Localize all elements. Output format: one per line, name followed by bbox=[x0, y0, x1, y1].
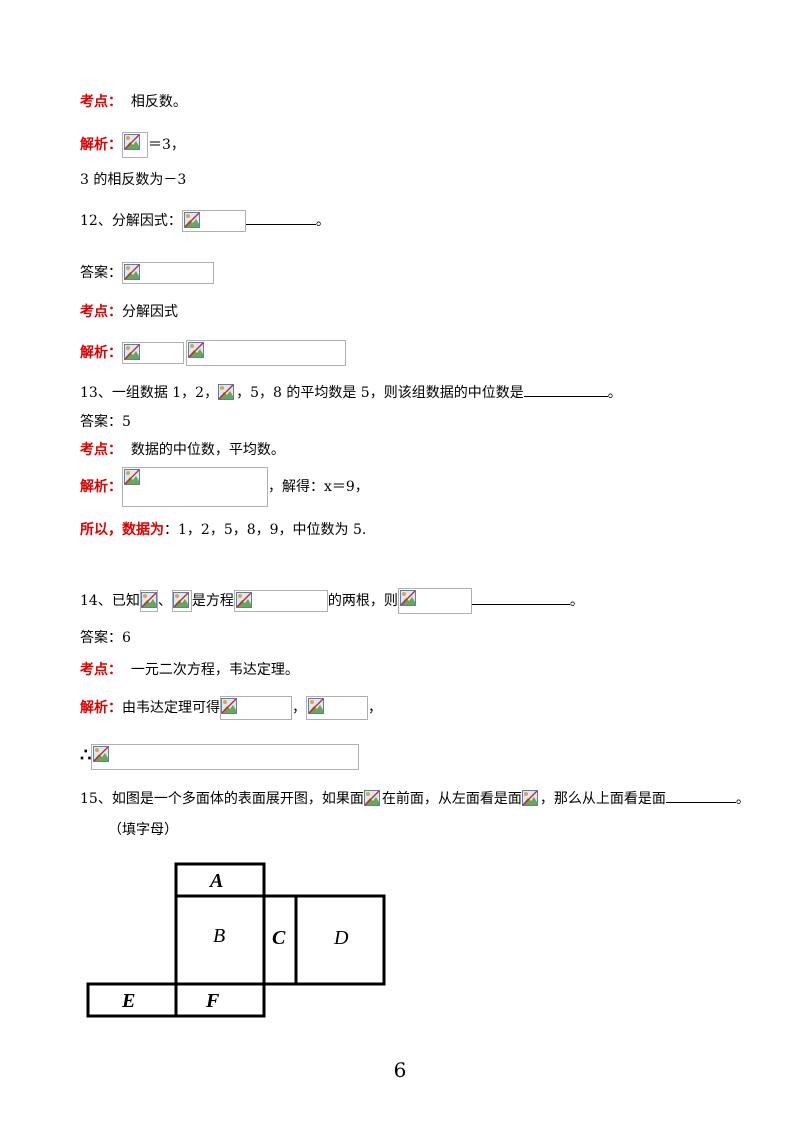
q12-question: 12、分解因式：。 bbox=[80, 210, 330, 232]
face-label-e: E bbox=[121, 990, 135, 1012]
q14-question: 14、已知、是方程的两根，则。 bbox=[80, 588, 584, 614]
broken-image-icon bbox=[363, 790, 380, 806]
broken-image-icon bbox=[140, 592, 157, 608]
formula-image bbox=[122, 132, 148, 158]
broken-image-icon bbox=[124, 469, 140, 485]
kaodian-text: 相反数。 bbox=[130, 94, 187, 110]
face-label-a: A bbox=[208, 870, 223, 892]
kaodian-label: 考点 bbox=[80, 94, 108, 110]
answer-blank bbox=[245, 210, 316, 225]
q12-prefix: 12、分解因式： bbox=[80, 213, 182, 229]
face-label-c: C bbox=[272, 927, 286, 949]
q12-kaodian-line: 考点：分解因式 bbox=[80, 304, 178, 320]
broken-image-icon bbox=[124, 344, 140, 360]
broken-image-icon bbox=[172, 592, 189, 608]
formula-image bbox=[122, 262, 214, 284]
formula-image bbox=[181, 210, 246, 232]
formula-image bbox=[186, 340, 346, 366]
q15-question: 15、如图是一个多面体的表面展开图，如果面在前面，从左面看是面，那么从上面看是面… bbox=[80, 788, 750, 809]
face-label-b: B bbox=[213, 925, 225, 947]
jiexi-after: ＝3， bbox=[148, 137, 185, 153]
formula-image bbox=[363, 790, 382, 808]
formula-image bbox=[397, 588, 472, 614]
q13-suoyi-line: 所以，数据为：1，2，5，8，9，中位数为 5. bbox=[80, 522, 367, 538]
q14-answer: 答案：6 bbox=[80, 630, 131, 646]
broken-image-icon bbox=[188, 342, 204, 358]
formula-image bbox=[233, 590, 328, 612]
q14-kaodian-line: 考点： 一元二次方程，韦达定理。 bbox=[80, 662, 299, 678]
formula-image bbox=[218, 384, 237, 402]
face-f bbox=[174, 982, 266, 1018]
q14-jiexi-line: 解析：由韦达定理可得，， bbox=[80, 696, 382, 720]
broken-image-icon bbox=[308, 698, 324, 714]
q11-line3: 3 的相反数为－3 bbox=[80, 172, 187, 188]
broken-image-icon bbox=[124, 264, 140, 280]
broken-image-icon bbox=[124, 134, 140, 150]
answer-blank bbox=[471, 590, 570, 605]
q13-jiexi-line: 解析：，解得：x＝9， bbox=[80, 467, 369, 507]
broken-image-icon bbox=[93, 746, 110, 762]
formula-image bbox=[171, 590, 192, 612]
q13-question: 13、一组数据 1，2，，5，8 的平均数是 5，则该组数据的中位数是。 bbox=[80, 382, 622, 403]
q15-note: （填字母） bbox=[108, 822, 178, 838]
answer-label: 答案： bbox=[80, 265, 122, 281]
formula-image bbox=[139, 590, 158, 612]
face-label-f: F bbox=[205, 990, 220, 1012]
formula-image bbox=[122, 342, 184, 364]
broken-image-icon bbox=[521, 790, 538, 806]
face-d bbox=[294, 894, 386, 986]
q11-kaodian-line: 考点： 相反数。 bbox=[80, 94, 187, 110]
therefore-symbol: ∴ bbox=[80, 745, 92, 766]
broken-image-icon bbox=[218, 384, 235, 400]
jiexi-label: 解析 bbox=[80, 137, 108, 153]
face-label-d: D bbox=[333, 927, 349, 949]
formula-image bbox=[220, 696, 292, 720]
q14-therefore-line: ∴ bbox=[80, 744, 360, 770]
q13-answer: 答案：5 bbox=[80, 414, 131, 430]
q11-jiexi-line: 解析：＝3， bbox=[80, 132, 185, 158]
q13-kaodian-line: 考点： 数据的中位数，平均数。 bbox=[80, 442, 285, 458]
q12-answer: 答案： bbox=[80, 262, 214, 284]
q12-jiexi-line: 解析： bbox=[80, 340, 346, 366]
formula-image bbox=[91, 744, 360, 770]
broken-image-icon bbox=[399, 590, 416, 606]
formula-image bbox=[122, 467, 268, 507]
answer-blank bbox=[665, 788, 736, 803]
answer-blank bbox=[523, 382, 608, 397]
formula-image bbox=[306, 696, 368, 720]
broken-image-icon bbox=[221, 698, 237, 714]
broken-image-icon bbox=[183, 212, 200, 228]
formula-image bbox=[521, 790, 540, 808]
broken-image-icon bbox=[235, 592, 252, 608]
page-number: 6 bbox=[393, 1058, 407, 1082]
